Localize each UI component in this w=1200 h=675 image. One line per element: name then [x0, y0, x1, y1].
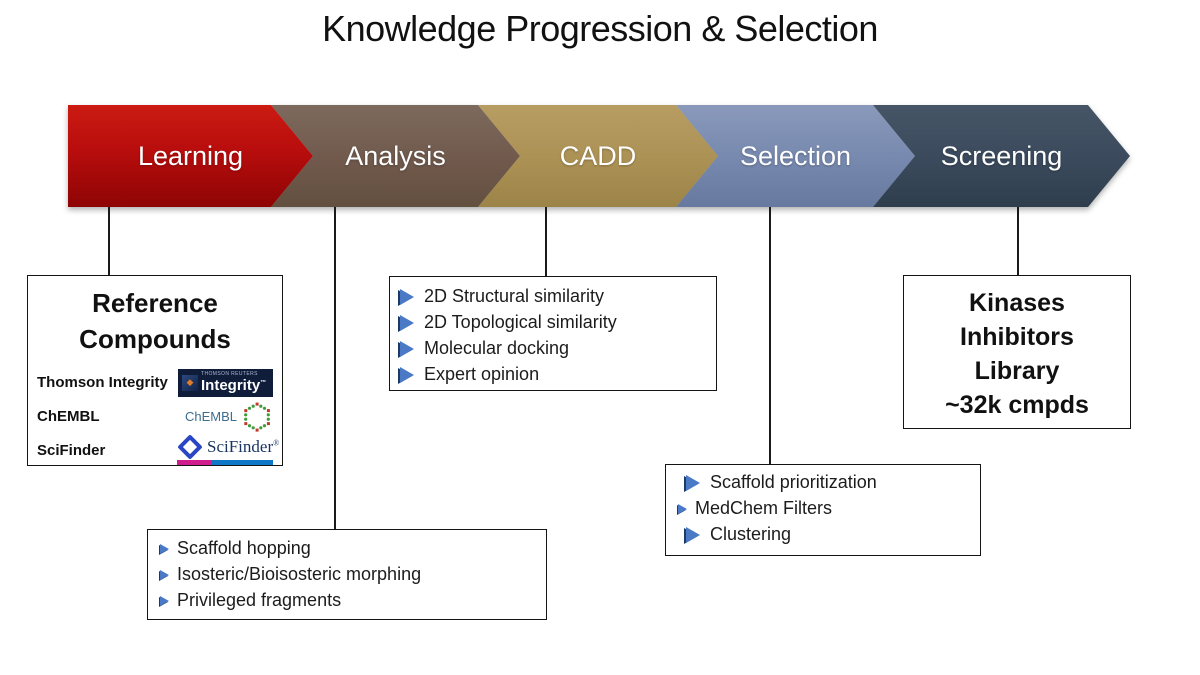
list-item: Isosteric/Bioisosteric morphing	[158, 564, 540, 585]
page-title: Knowledge Progression & Selection	[322, 8, 878, 49]
kinases-line: ~32k cmpds	[945, 391, 1089, 419]
triangle-bullet-icon	[400, 288, 414, 305]
connector-cadd	[545, 207, 547, 276]
connector-screening	[1017, 207, 1019, 275]
triangle-bullet-icon	[400, 340, 414, 357]
integrity-flame-icon: ◆	[182, 374, 198, 391]
kinases-line: Inhibitors	[960, 323, 1074, 351]
cadd-methods-box: 2D Structural similarity 2D Topological …	[389, 276, 717, 391]
stage-cadd-label: CADD	[559, 140, 637, 171]
integrity-brand-text: THOMSON REUTERS	[201, 371, 258, 377]
source-name: Thomson Integrity	[37, 374, 168, 391]
stage-analysis-label: Analysis	[345, 140, 446, 171]
triangle-bullet-icon	[400, 366, 414, 383]
process-band: Learning Analysis CADD Selection Screeni…	[68, 105, 1130, 207]
connector-learning	[108, 207, 110, 275]
triangle-bullet-icon	[686, 526, 700, 543]
reference-sources: Thomson Integrity ◆ THOMSON REUTERS Inte…	[28, 367, 282, 466]
scifinder-logo-text: SciFinder®	[207, 437, 280, 457]
list-item: Expert opinion	[400, 364, 708, 385]
list-item: Clustering	[672, 524, 974, 545]
triangle-bullet-icon	[400, 314, 414, 331]
analysis-methods-box: Scaffold hopping Isosteric/Bioisosteric …	[147, 529, 547, 620]
scifinder-color-bar	[177, 460, 273, 465]
list-item: Privileged fragments	[158, 590, 540, 611]
stage-learning-label: Learning	[137, 140, 244, 171]
connector-analysis	[334, 207, 336, 530]
scifinder-diamond-icon	[177, 434, 203, 460]
stage-screening-label: Screening	[940, 140, 1063, 171]
chembl-logo-text: ChEMBL	[184, 409, 237, 424]
triangle-bullet-icon	[160, 543, 169, 554]
source-row-thomson-integrity: Thomson Integrity ◆ THOMSON REUTERS Inte…	[37, 367, 273, 398]
chembl-hexagon-icon	[244, 402, 270, 432]
list-item: MedChem Filters	[672, 498, 974, 519]
stage-selection-label: Selection	[739, 140, 852, 171]
scifinder-logo: SciFinder®	[177, 434, 279, 465]
integrity-logo: ◆ THOMSON REUTERS Integrity™	[178, 368, 273, 397]
triangle-bullet-icon	[160, 569, 169, 580]
triangle-bullet-icon	[686, 474, 700, 491]
integrity-logo-text: Integrity™	[201, 377, 267, 394]
connector-selection	[769, 207, 771, 465]
list-item: Molecular docking	[400, 338, 708, 359]
source-name: SciFinder	[37, 442, 106, 459]
stage-learning: Learning	[68, 105, 313, 207]
chembl-logo: ChEMBL	[185, 400, 273, 434]
triangle-bullet-icon	[160, 595, 169, 606]
reference-compounds-box: Reference Compounds Thomson Integrity ◆ …	[27, 275, 283, 466]
list-item: 2D Structural similarity	[400, 286, 708, 307]
source-row-scifinder: SciFinder SciFinder®	[37, 434, 279, 466]
kinases-library-box: Kinases Inhibitors Library ~32k cmpds	[903, 275, 1131, 429]
triangle-bullet-icon	[678, 503, 687, 514]
stage-screening: Screening	[873, 105, 1130, 207]
list-item: 2D Topological similarity	[400, 312, 708, 333]
source-name: ChEMBL	[37, 408, 100, 425]
source-row-chembl: ChEMBL ChEMBL	[37, 401, 273, 432]
kinases-line: Kinases	[969, 289, 1065, 317]
list-item: Scaffold prioritization	[672, 472, 974, 493]
kinases-line: Library	[974, 357, 1060, 385]
selection-methods-box: Scaffold prioritization MedChem Filters …	[665, 464, 981, 556]
reference-compounds-title: Reference Compounds	[79, 288, 231, 354]
list-item: Scaffold hopping	[158, 538, 540, 559]
